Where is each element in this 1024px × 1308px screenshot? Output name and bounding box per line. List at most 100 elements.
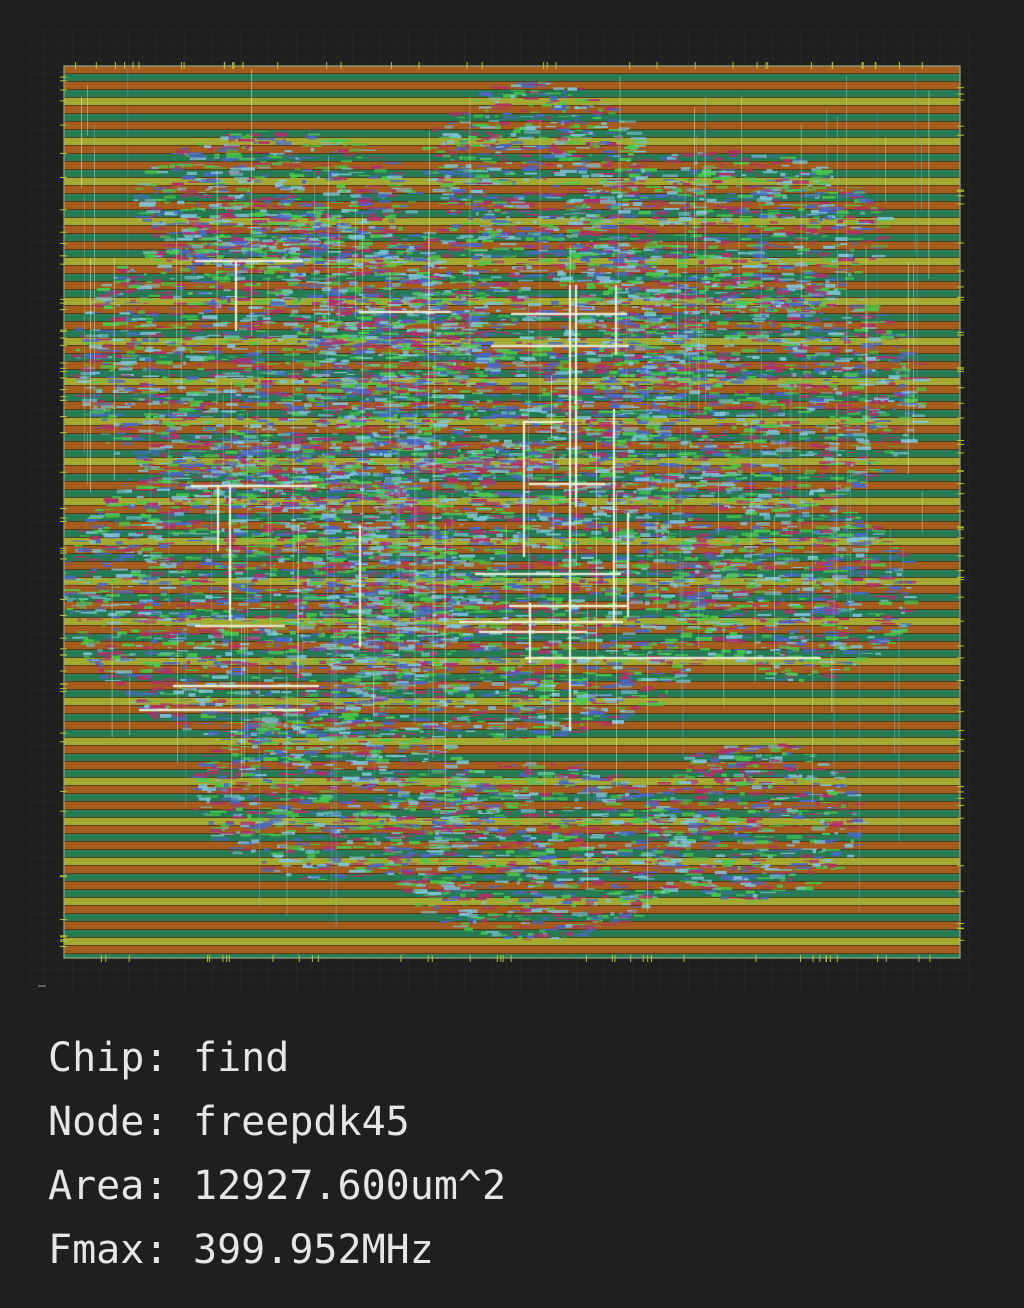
cell-route [354,285,359,289]
cell-route [197,368,204,371]
cell-route [487,301,503,305]
cell-route [313,222,323,227]
cell-route [453,411,458,415]
cell-route [451,189,466,193]
cell-route [424,378,435,381]
cell-route [303,508,310,511]
cell-route [228,307,235,311]
cell-row [64,690,960,697]
cell-route [724,309,741,312]
cell-route [806,225,822,229]
cell-route [541,104,553,107]
cell-route [240,453,249,457]
cell-route [528,303,542,307]
cell-route [720,163,724,166]
cell-route [182,402,189,404]
cell-row [64,98,960,105]
cell-route [562,308,573,310]
cell-route [618,244,631,247]
cell-route [553,87,565,90]
cell-route [148,337,155,341]
cell-route [424,464,433,467]
cell-route [782,180,797,183]
cell-route [581,121,585,125]
cell-route [448,301,465,303]
cell-route [461,174,476,178]
cell-route [625,265,636,268]
cell-route [253,392,267,394]
cell-route [287,373,300,375]
cell-route [265,391,280,395]
cell-route [777,182,794,186]
cell-route [574,254,582,259]
cell-route [220,223,232,226]
cell-route [290,241,305,244]
cell-route [357,198,373,203]
cell-route [366,458,370,462]
cell-route [330,199,336,203]
cell-route [142,420,160,425]
cell-route [298,203,313,207]
cell-route [381,325,387,327]
cell-route [597,229,607,232]
cell-route [370,329,385,334]
cell-route [276,461,291,465]
cell-route [528,159,535,161]
cell-route [691,234,703,238]
cell-route [294,168,301,170]
cell-route [572,162,586,166]
cell-route [537,249,548,253]
cell-route [489,353,497,358]
cell-route [239,337,249,340]
cell-route [682,178,691,181]
cell-route [413,325,423,328]
cell-route [358,457,367,461]
cell-route [255,350,263,354]
cell-route [195,356,208,358]
cell-route [309,351,314,353]
cell-route [113,277,118,279]
cell-route [102,361,111,363]
cell-route [738,180,745,182]
cell-route [617,168,633,171]
cell-route [621,302,629,307]
cell-route [165,342,174,345]
cell-route [384,272,399,276]
cell-route [244,144,250,149]
cell-route [289,244,303,249]
cell-route [225,263,233,265]
cell-route [817,191,834,194]
cell-route [85,334,102,338]
cell-route [166,247,181,250]
cell-route [269,215,281,219]
cell-route [226,155,243,159]
cell-route [358,380,369,383]
cell-route [306,228,314,231]
cell-route [105,426,115,431]
cell-route [313,227,326,231]
cell-route [356,472,363,476]
cell-route [447,172,455,176]
cell-route [199,249,215,253]
cell-route [549,96,558,101]
cell-route [731,206,746,211]
cell-route [331,386,337,388]
cell-route [767,155,782,157]
cell-route [234,177,249,180]
cell-route [574,279,578,281]
cell-route [371,302,377,307]
cell-route [139,463,146,467]
cell-route [741,292,745,295]
cell-route [170,163,183,167]
cell-route [663,207,680,210]
cell-route [527,473,533,478]
cell-route [789,158,803,161]
cell-route [461,139,467,142]
cell-route [586,282,595,286]
cell-route [610,205,620,210]
cell-route [570,347,576,352]
cell-route [280,237,287,240]
cell-route [576,147,591,149]
cell-route [299,460,307,465]
cell-route [338,282,342,285]
